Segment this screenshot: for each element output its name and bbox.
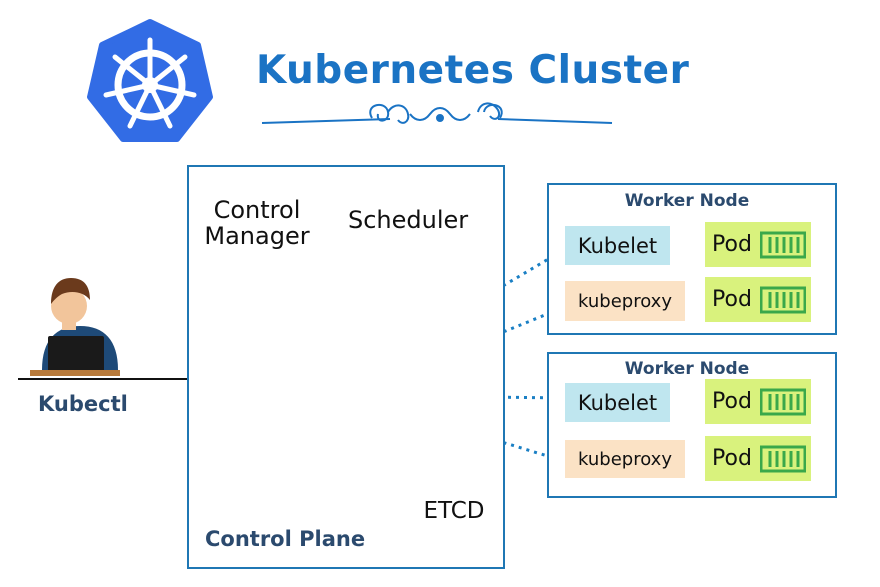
worker-node-2-pod-1: Pod xyxy=(705,379,811,424)
control-manager-label-line1: Control xyxy=(213,196,301,224)
container-icon xyxy=(759,231,806,258)
etcd-label: ETCD xyxy=(423,498,485,524)
pod-label: Pod xyxy=(712,287,752,312)
worker-node-1-kubelet: Kubelet xyxy=(565,226,670,265)
control-manager-label-line2: Manager xyxy=(204,222,310,251)
control-manager-label: Control Manager xyxy=(198,197,316,250)
worker-node-2-kubelet: Kubelet xyxy=(565,383,670,422)
control-plane-box xyxy=(187,165,505,569)
container-icon xyxy=(759,388,806,415)
title-ornament-divider xyxy=(261,102,613,124)
worker-node-1-pod-1: Pod xyxy=(705,222,811,267)
pod-label: Pod xyxy=(712,232,752,257)
api-label: API xyxy=(297,369,359,413)
worker-node-2-pod-2: Pod xyxy=(705,436,811,481)
worker-node-2-label: Worker Node xyxy=(624,359,750,379)
worker-node-1-pod-2: Pod xyxy=(705,277,811,322)
kubernetes-logo-icon xyxy=(87,19,213,142)
pod-label: Pod xyxy=(712,446,752,471)
worker-node-1-kubeproxy: kubeproxy xyxy=(565,281,685,321)
page-title: Kubernetes Cluster xyxy=(256,48,690,93)
control-plane-label: Control Plane xyxy=(205,527,366,551)
container-icon xyxy=(759,286,806,313)
pod-label: Pod xyxy=(712,389,752,414)
scheduler-label: Scheduler xyxy=(348,206,469,234)
worker-node-2-kubeproxy: kubeproxy xyxy=(565,440,685,478)
kubectl-user-icon xyxy=(30,278,120,376)
kubectl-label: Kubectl xyxy=(38,392,128,416)
container-icon xyxy=(759,445,806,472)
worker-node-1-label: Worker Node xyxy=(624,191,750,211)
